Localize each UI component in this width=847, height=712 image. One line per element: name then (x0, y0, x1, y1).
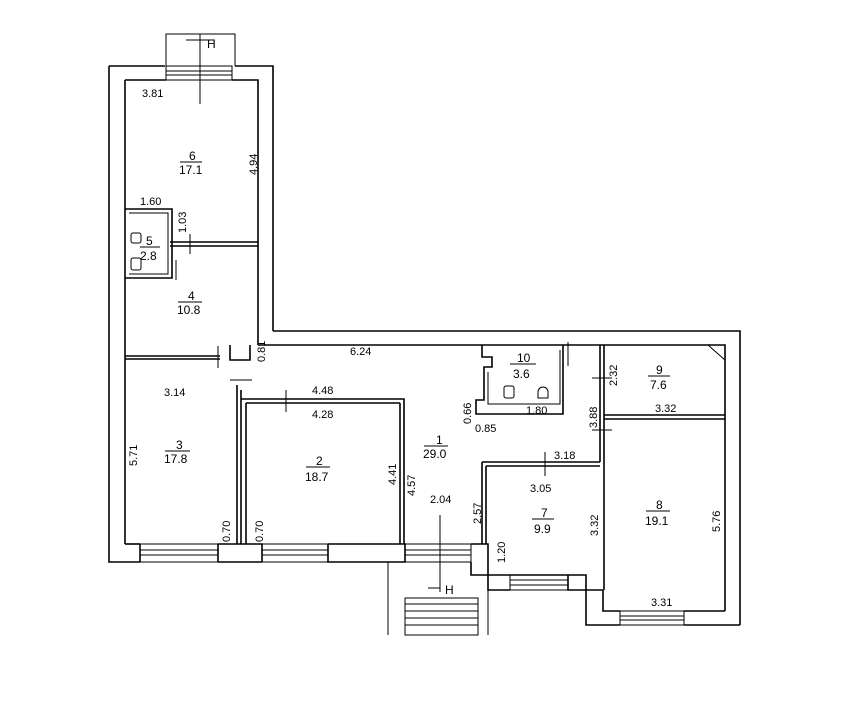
toilet-icon (503, 385, 515, 399)
dimension-label: 0.70 (254, 521, 266, 542)
window-room-1 (404, 543, 472, 563)
svg-text:17.8: 17.8 (164, 452, 188, 466)
svg-text:9.9: 9.9 (534, 522, 551, 536)
svg-text:4: 4 (188, 289, 195, 303)
window-room-2 (261, 543, 329, 563)
toilet-icon (130, 232, 142, 244)
dimension-label: 4.41 (387, 464, 399, 485)
sink-icon (130, 257, 142, 271)
dimension-label: 3.18 (554, 450, 575, 462)
room-labels: 6 17.1 5 2.8 4 10.8 3 17.8 2 18.7 1 29.0 (140, 149, 670, 536)
svg-text:19.1: 19.1 (645, 514, 669, 528)
dimension-label: 4.94 (248, 154, 260, 175)
window-room-7 (509, 574, 569, 591)
room-8-label: 8 19.1 (645, 498, 670, 528)
dimension-label: 3.88 (588, 407, 600, 428)
room-5-label: 5 2.8 (140, 234, 160, 263)
svg-text:7: 7 (541, 506, 548, 520)
outer-walls (108, 65, 741, 626)
svg-text:18.7: 18.7 (305, 470, 329, 484)
section-mark-label-top: Н (207, 37, 216, 51)
room-10-label: 10 3.6 (510, 351, 536, 381)
dimension-label: 1.60 (140, 196, 161, 208)
svg-text:3: 3 (176, 438, 183, 452)
svg-text:1: 1 (436, 433, 443, 447)
svg-text:17.1: 17.1 (179, 163, 203, 177)
dimension-label: 4.57 (406, 475, 418, 496)
room-7-label: 7 9.9 (532, 506, 554, 536)
dimension-label: 4.28 (312, 409, 333, 421)
svg-text:10.8: 10.8 (177, 303, 201, 317)
windows (139, 65, 685, 626)
dimension-label: 6.24 (350, 346, 371, 358)
room-6-label: 6 17.1 (179, 149, 203, 177)
dimension-label: 0.66 (462, 403, 474, 424)
dimension-label: 3.81 (142, 88, 163, 100)
dimension-label: 3.32 (655, 403, 676, 415)
dimension-label: 0.81 (256, 341, 268, 362)
door-ticks (175, 234, 612, 476)
dimension-labels: 3.81 4.94 1.60 1.03 0.81 6.24 3.14 4.48 … (128, 88, 723, 609)
sink-icon (537, 386, 549, 399)
room-2-label: 2 18.7 (305, 454, 330, 484)
window-room-3 (139, 543, 219, 563)
svg-text:29.0: 29.0 (423, 447, 447, 461)
svg-text:6: 6 (189, 149, 196, 163)
dimension-label: 0.70 (221, 521, 233, 542)
sanitary-fixtures (130, 232, 549, 399)
room-4-label: 4 10.8 (177, 289, 202, 317)
dimension-label: 2.04 (430, 494, 451, 506)
dimension-label: 2.57 (472, 503, 484, 524)
dimension-label: 0.85 (475, 423, 496, 435)
entrance-stairs (387, 515, 489, 636)
dimension-label: 5.71 (128, 445, 140, 466)
dimension-label: 1.20 (496, 542, 508, 563)
svg-text:7.6: 7.6 (650, 378, 667, 392)
svg-text:2: 2 (316, 454, 323, 468)
dimension-label: 5.76 (711, 511, 723, 532)
dimension-label: 4.48 (312, 385, 333, 397)
section-mark-top (165, 33, 236, 104)
dimension-label: 3.31 (651, 597, 672, 609)
section-mark-label-bottom: Н (445, 583, 454, 597)
svg-text:5: 5 (146, 234, 153, 248)
svg-text:8: 8 (656, 498, 663, 512)
svg-text:2.8: 2.8 (140, 249, 157, 263)
dimension-label: 2.32 (608, 365, 620, 386)
dimension-label: 3.05 (530, 483, 551, 495)
dimension-label: 3.14 (164, 387, 185, 399)
svg-text:3.6: 3.6 (513, 367, 530, 381)
svg-text:10: 10 (517, 351, 531, 365)
svg-text:9: 9 (656, 363, 663, 377)
dimension-label: 3.32 (589, 515, 601, 536)
window-top (165, 65, 233, 81)
window-room-8 (619, 610, 685, 626)
dimension-label: 1.03 (177, 212, 189, 233)
interior-walls (125, 208, 726, 590)
dimension-label: 1.80 (526, 405, 547, 417)
room-9-label: 9 7.6 (648, 363, 670, 392)
room-3-label: 3 17.8 (164, 438, 190, 466)
room-1-label: 1 29.0 (423, 433, 448, 461)
